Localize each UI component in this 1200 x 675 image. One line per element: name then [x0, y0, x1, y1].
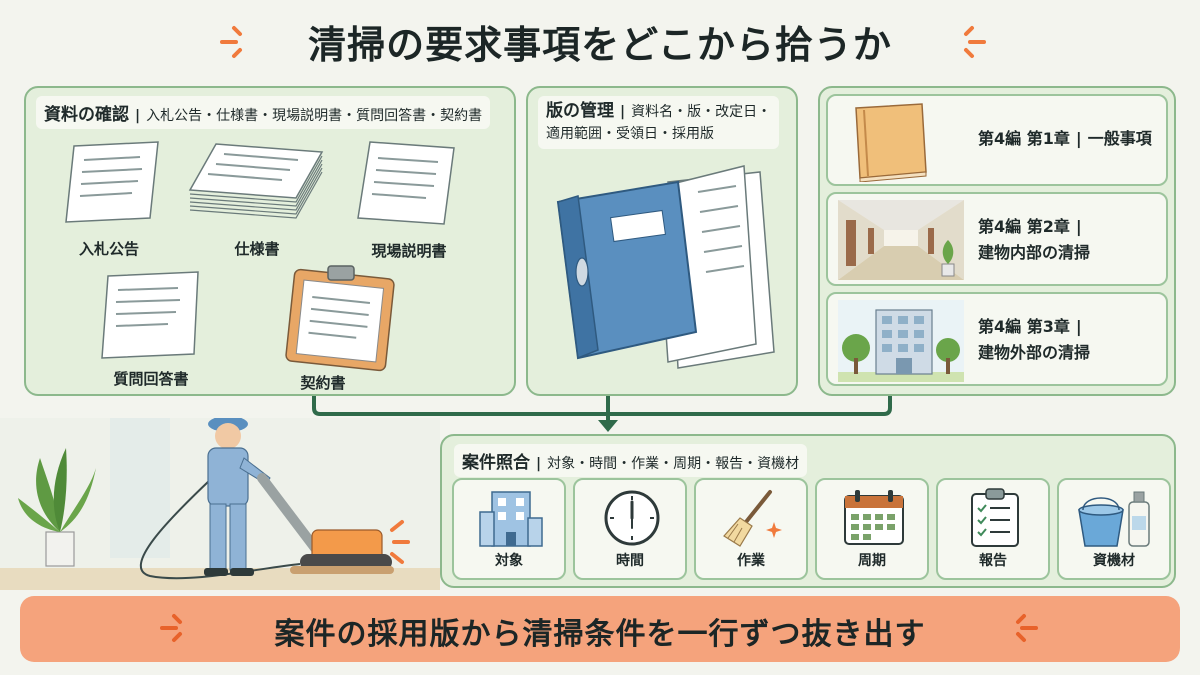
- chapter-number: 第4編 第2章: [978, 217, 1070, 236]
- clipboard-checklist-icon: [971, 488, 1019, 547]
- match-item-target: 対象: [452, 478, 566, 580]
- version-subheading-line2: 適用範囲・受領日・採用版: [546, 126, 714, 142]
- match-item-report: 報告: [936, 478, 1050, 580]
- worker-figure: [204, 418, 271, 576]
- calendar-icon: [844, 490, 904, 545]
- document-sheet-icon: [65, 141, 159, 223]
- chapter-name: 建物内部の清掃: [978, 243, 1091, 262]
- broom-icon: [723, 490, 782, 547]
- chapter-title: 第4編 第3章|建物外部の清掃: [978, 317, 1091, 362]
- chapter-number: 第4編 第3章: [978, 317, 1070, 336]
- match-item-work: 作業: [694, 478, 808, 580]
- potted-plant-icon: [18, 448, 96, 567]
- building-exterior-icon: [838, 300, 964, 382]
- doc-label: 現場説明書: [371, 242, 447, 260]
- version-subheading-line1: 資料名・版・改定日・: [631, 104, 772, 120]
- chapter-name: 建物外部の清掃: [978, 343, 1091, 362]
- summary-banner: 案件の採用版から清掃条件を一行ずつ抜き出す: [20, 596, 1180, 662]
- match-item-label: 周期: [858, 553, 886, 569]
- match-item-time: 時間: [573, 478, 687, 580]
- clock-icon: [604, 490, 660, 546]
- match-item-cycle: 周期: [815, 478, 929, 580]
- chapter-card: 第4編 第1章|一般事項: [826, 94, 1168, 186]
- document-sheet-icon: [357, 141, 455, 225]
- doc-label: 契約書: [300, 374, 346, 392]
- bucket-bottle-icon: [1078, 491, 1150, 547]
- accent-burst-icon: [1016, 614, 1038, 642]
- document-stack-icon: [188, 143, 324, 219]
- documents-subheading: 入札公告・仕様書・現場説明書・質問回答書・契約書: [146, 108, 483, 124]
- version-panel-header: 版の管理|資料名・版・改定日・ 適用範囲・受領日・採用版: [538, 96, 780, 149]
- chapter-card: 第4編 第2章|建物内部の清掃: [826, 192, 1168, 286]
- floor-polisher-icon: [257, 473, 394, 574]
- cleaner-illustration: [0, 418, 440, 590]
- match-item-label: 作業: [737, 553, 765, 569]
- match-item-label: 報告: [979, 553, 1007, 569]
- clipboard-icon: [285, 265, 395, 372]
- doc-label: 仕様書: [234, 240, 280, 258]
- accent-burst-icon: [160, 614, 182, 642]
- match-item-label: 対象: [495, 553, 523, 569]
- chapter-card: 第4編 第3章|建物外部の清掃: [826, 292, 1168, 386]
- documents-panel-header: 資料の確認|入札公告・仕様書・現場説明書・質問回答書・契約書: [36, 96, 491, 129]
- doc-label: 質問回答書: [113, 370, 189, 388]
- match-item-equipment: 資機材: [1057, 478, 1171, 580]
- page-title: 清掃の要求事項をどこから拾うか: [308, 23, 892, 67]
- title-area: 清掃の要求事項をどこから拾うか: [0, 0, 1200, 88]
- chapter-title: 第4編 第1章|一般事項: [978, 129, 1152, 148]
- accent-burst-icon: [220, 26, 242, 58]
- banner-text: 案件の採用版から清掃条件を一行ずつ抜き出す: [274, 617, 926, 652]
- chapter-number: 第4編 第1章: [978, 129, 1070, 148]
- matching-heading: 案件照合: [462, 453, 530, 473]
- match-item-label: 時間: [616, 553, 644, 569]
- chapter-title: 第4編 第2章|建物内部の清掃: [978, 217, 1091, 262]
- version-panel: 版の管理|資料名・版・改定日・ 適用範囲・受領日・採用版: [526, 86, 798, 396]
- chapter-name: 一般事項: [1087, 129, 1152, 148]
- accent-burst-icon: [964, 26, 986, 58]
- match-item-label: 資機材: [1093, 553, 1135, 569]
- documents-heading: 資料の確認: [44, 105, 129, 125]
- doc-label: 入札公告: [78, 240, 139, 258]
- matching-panel-header: 案件照合|対象・時間・作業・周期・報告・資機材: [454, 444, 808, 477]
- matching-subheading: 対象・時間・作業・周期・報告・資機材: [547, 456, 800, 472]
- binder-with-papers-icon: [556, 165, 775, 369]
- book-icon: [855, 103, 927, 182]
- corridor-interior-icon: [838, 200, 964, 280]
- document-sheet-icon: [101, 271, 199, 359]
- version-heading: 版の管理: [546, 101, 614, 121]
- building-icon: [479, 491, 543, 547]
- accent-burst-icon: [390, 520, 410, 564]
- documents-panel: 資料の確認|入札公告・仕様書・現場説明書・質問回答書・契約書 入札公告 仕様書 …: [24, 86, 516, 396]
